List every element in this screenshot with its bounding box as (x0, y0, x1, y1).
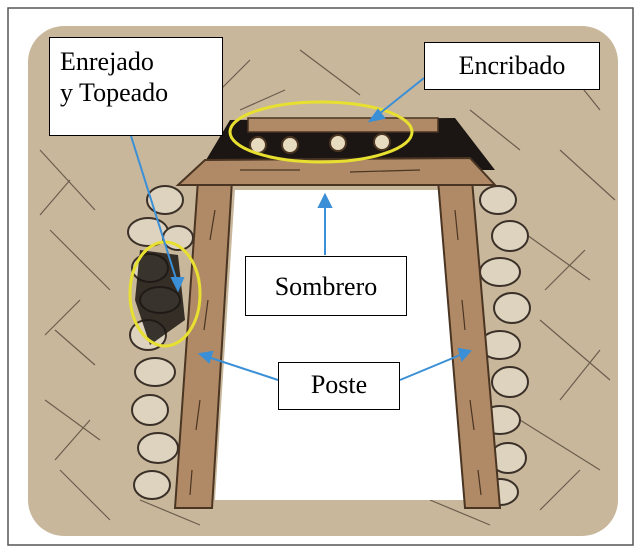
enrejado-fill (135, 250, 185, 345)
label-sombrero: Sombrero (245, 256, 407, 316)
label-enrejado-line2: y Topeado (60, 78, 169, 107)
crib-log-ends (249, 133, 391, 154)
label-encribado: Encribado (424, 42, 600, 90)
cap-beam (175, 156, 498, 186)
label-enrejado-line1: Enrejado (60, 47, 154, 76)
tunnel-opening (215, 190, 470, 500)
post-grain (189, 209, 482, 496)
encribado-log (247, 117, 439, 133)
rock-hatching (39, 49, 616, 526)
label-poste: Poste (278, 362, 400, 410)
encribado-highlight (228, 100, 414, 164)
cap-grain (240, 169, 421, 173)
pointer-arrows (130, 77, 472, 381)
label-enrejado-y-topeado: Enrejado y Topeado (49, 37, 223, 136)
